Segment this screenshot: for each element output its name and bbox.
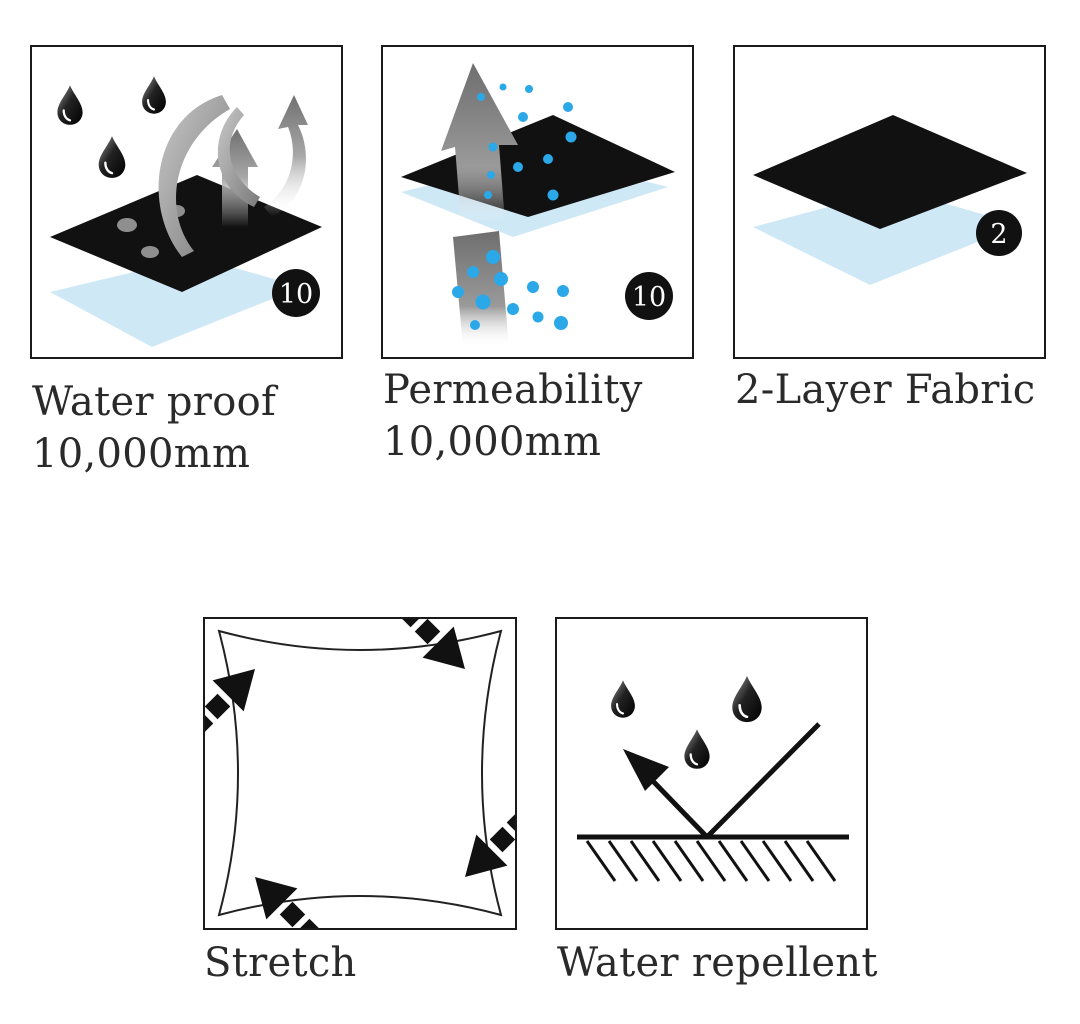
waterproof-tile: 10 — [30, 45, 343, 359]
permeability-icon: 10 — [401, 63, 675, 347]
two-layer-tile: 2 — [733, 45, 1046, 359]
reflect-line — [705, 722, 821, 839]
caption-line: 2-Layer Fabric — [735, 367, 1036, 413]
water-drop-icon — [683, 728, 711, 770]
rating-badge-value: 10 — [279, 279, 313, 310]
vapor-arrow-icon — [441, 63, 518, 222]
bounce-arrow-icon — [623, 749, 669, 791]
water-drop-icon — [730, 674, 764, 724]
rating-badge — [625, 272, 673, 320]
vapor-bubbles-icon — [452, 83, 577, 330]
two-layer-caption: 2-Layer Fabric — [735, 364, 1036, 416]
caption-line: 10,000mm — [32, 431, 251, 477]
caption-line: Water repellent — [557, 940, 878, 986]
fabric-lower-layer — [50, 257, 302, 347]
fabric-lower-layer — [753, 189, 1020, 285]
fabric-upper-layer — [753, 115, 1027, 229]
stretch-outline — [217, 629, 503, 917]
bounce-line — [647, 775, 709, 839]
rating-badge-value: 10 — [632, 282, 666, 313]
deflection-curve-icon — [217, 107, 260, 207]
deflection-curve-icon — [158, 95, 230, 257]
stretch-caption: Stretch — [204, 937, 357, 989]
permeability-tile: 10 — [381, 45, 694, 359]
waterproof-icon: 10 — [50, 75, 322, 347]
rating-badge — [976, 210, 1022, 256]
stretch-arrows-icon — [205, 619, 515, 928]
water-drop-icon — [610, 679, 636, 719]
bead-icon — [141, 246, 159, 258]
stretch-tile — [203, 617, 517, 930]
waterproof-caption: Water proof 10,000mm — [32, 376, 276, 480]
water-drop-icon — [56, 84, 84, 126]
caption-line: 10,000mm — [383, 419, 602, 465]
rating-badge-value: 2 — [990, 219, 1007, 250]
stretch-icon — [205, 619, 515, 928]
water-repellent-icon — [577, 674, 849, 882]
caption-line: Water proof — [32, 379, 277, 425]
water-drop-icon — [141, 75, 167, 115]
water-repellent-tile — [555, 617, 868, 930]
water-drop-icon — [97, 134, 127, 180]
bead-icon — [117, 218, 137, 232]
surface-hatching — [585, 840, 837, 882]
two-layer-icon: 2 — [753, 115, 1027, 285]
caption-line: Permeability — [383, 367, 643, 413]
rating-badge — [272, 269, 320, 317]
caption-line: Stretch — [204, 940, 357, 986]
vapor-arrow-icon — [264, 95, 308, 217]
permeability-caption: Permeability 10,000mm — [383, 364, 643, 468]
water-repellent-caption: Water repellent — [557, 937, 878, 989]
